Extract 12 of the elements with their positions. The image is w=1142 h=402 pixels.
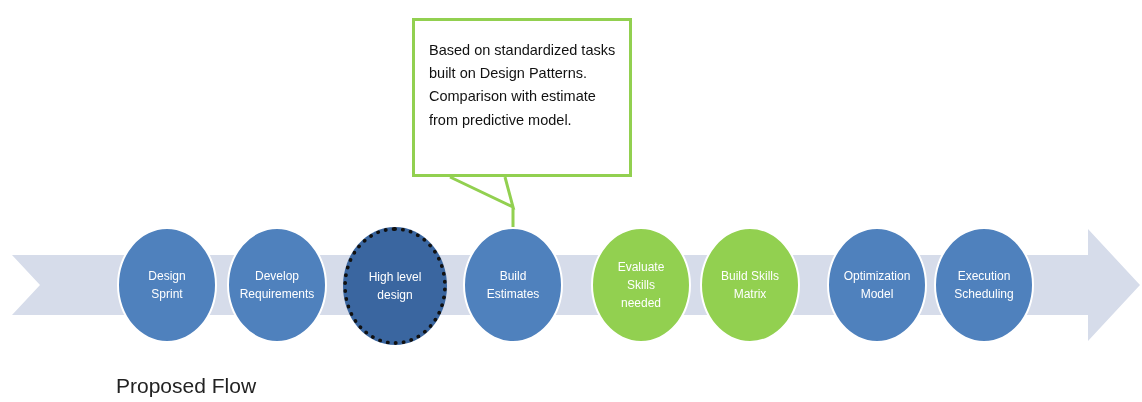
callout-pointer: [448, 175, 516, 229]
step-label: Design Sprint: [147, 268, 187, 303]
step-label: Optimization Model: [843, 268, 911, 303]
caption: Proposed Flow: [116, 374, 257, 398]
callout-box: [412, 18, 632, 177]
step-label: Build Skills Matrix: [720, 268, 780, 303]
step-label: High level design: [367, 269, 423, 304]
callout-text: Based on standardized tasks built on Design Patterns. Comparison with estimate from predictive model.: [429, 41, 617, 130]
step-label: Evaluate Skills needed: [616, 259, 666, 312]
step-label: Execution Scheduling: [953, 268, 1015, 303]
step-label: Build Estimates: [485, 268, 541, 303]
step-label: Develop Requirements: [239, 268, 315, 303]
